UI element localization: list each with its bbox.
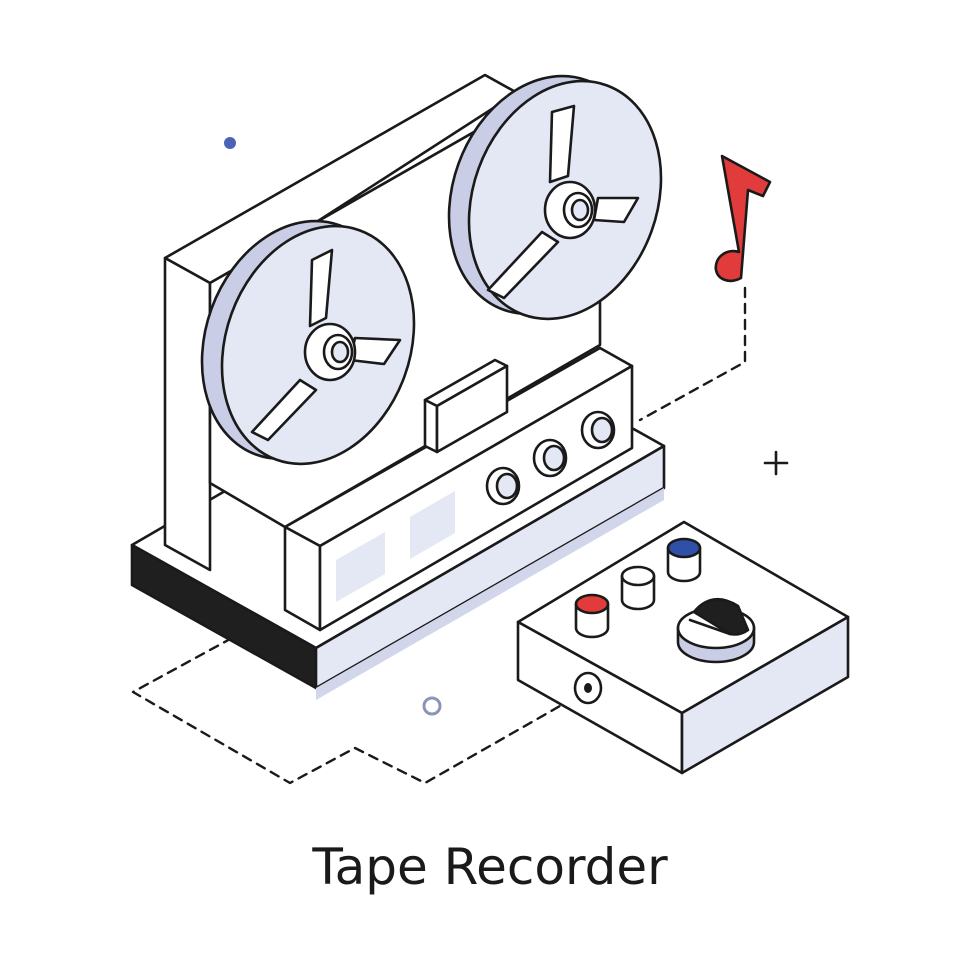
recorder-console: [283, 346, 634, 632]
console-knob: [485, 466, 521, 506]
tape-recorder-icon: [130, 73, 666, 700]
reel-icon: [447, 74, 663, 321]
illustration-caption: Tape Recorder: [312, 838, 668, 896]
tape-belt: [316, 94, 514, 223]
ring-icon: [422, 696, 442, 716]
meter-window: [410, 491, 455, 559]
blue-button: [666, 537, 702, 583]
dot-icon: [224, 137, 236, 149]
meter-window: [336, 532, 385, 602]
console-knob: [580, 410, 616, 450]
music-note-icon: [714, 154, 772, 283]
rotary-dial: [676, 598, 756, 664]
control-box-icon: [516, 520, 850, 775]
tape-head: [423, 358, 509, 454]
red-button: [574, 593, 610, 639]
console-knob: [532, 438, 568, 478]
dashed-cable: [131, 286, 747, 785]
audio-jack: [573, 671, 603, 705]
white-button: [620, 565, 656, 611]
plus-icon: [763, 450, 789, 476]
reel-icon: [200, 219, 416, 466]
